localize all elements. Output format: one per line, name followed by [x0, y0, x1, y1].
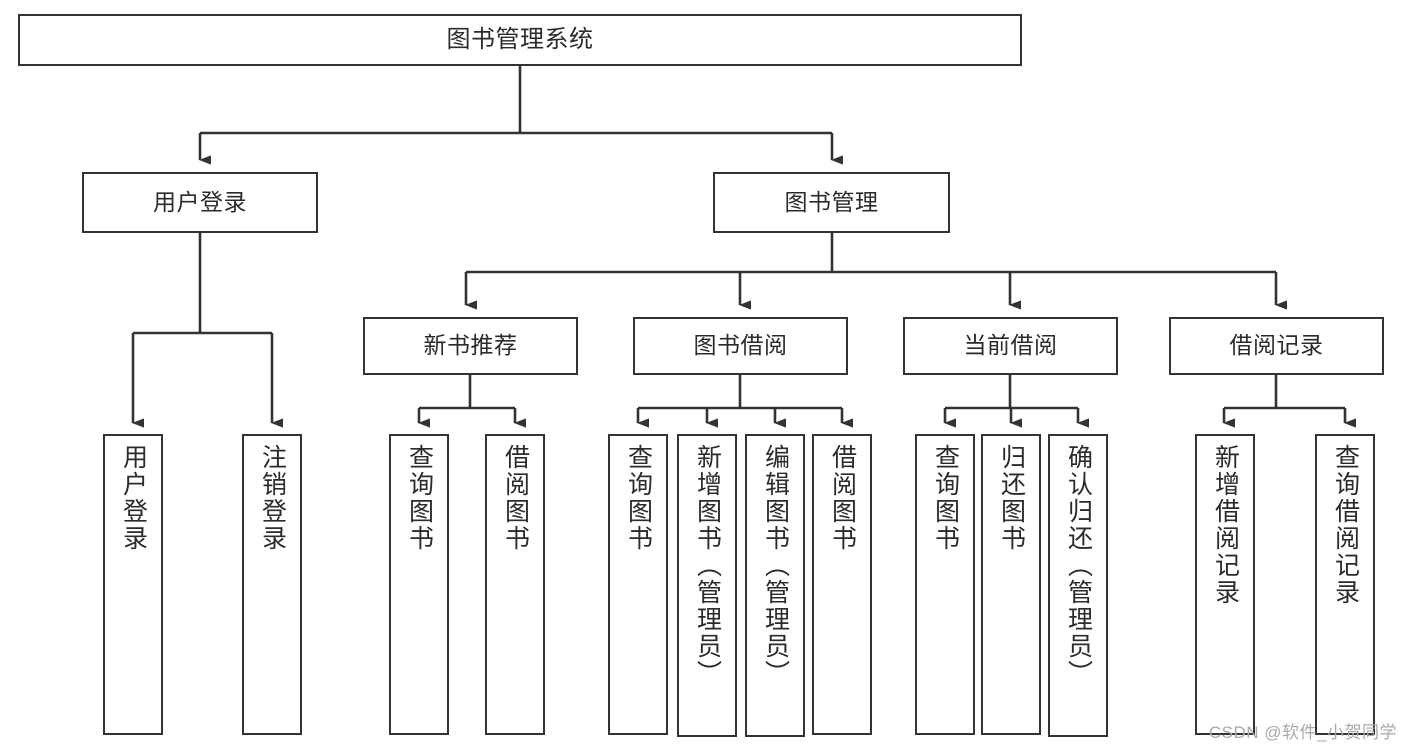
leaf-recommend-borrow-book[interactable]: 借阅图书	[485, 434, 545, 735]
node-label: 查询图书	[624, 444, 653, 552]
leaf-current-confirm-return-admin[interactable]: 确认归还（管理员）	[1048, 434, 1108, 737]
node-borrow-record[interactable]: 借阅记录	[1169, 317, 1384, 375]
leaf-borrow-add-book-admin[interactable]: 新增图书（管理员）	[677, 434, 737, 737]
leaf-current-return-book[interactable]: 归还图书	[981, 434, 1041, 735]
node-current-borrow[interactable]: 当前借阅	[903, 317, 1118, 375]
leaf-record-add-record[interactable]: 新增借阅记录	[1195, 434, 1255, 735]
node-label: 借阅图书	[501, 444, 530, 552]
node-label: 图书借阅	[693, 332, 788, 359]
node-book-borrow[interactable]: 图书借阅	[633, 317, 848, 375]
node-label: 图书管理	[784, 188, 879, 215]
node-label: 用户登录	[153, 188, 247, 215]
node-label: 查询借阅记录	[1331, 444, 1360, 606]
leaf-recommend-query-book[interactable]: 查询图书	[389, 434, 449, 735]
leaf-record-query-record[interactable]: 查询借阅记录	[1315, 434, 1375, 735]
node-label: 确认归还（管理员）	[1064, 444, 1093, 687]
node-new-book-recommend[interactable]: 新书推荐	[363, 317, 578, 375]
node-label: 图书管理系统	[446, 25, 594, 53]
node-book-management[interactable]: 图书管理	[713, 172, 950, 233]
leaf-user-login-logout[interactable]: 注销登录	[242, 434, 302, 735]
node-label: 借阅图书	[828, 444, 857, 552]
node-label: 新增借阅记录	[1211, 444, 1240, 606]
node-label: 查询图书	[931, 444, 960, 552]
node-label: 新增图书（管理员）	[693, 444, 722, 687]
leaf-borrow-borrow-book[interactable]: 借阅图书	[812, 434, 872, 735]
leaf-borrow-edit-book-admin[interactable]: 编辑图书（管理员）	[745, 434, 805, 737]
leaf-user-login-login[interactable]: 用户登录	[103, 434, 163, 735]
watermark-text: CSDN @软件_小贺同学	[1208, 723, 1397, 742]
node-label: 当前借阅	[963, 332, 1058, 359]
node-user-login[interactable]: 用户登录	[82, 172, 318, 233]
node-label: 借阅记录	[1229, 332, 1324, 359]
leaf-borrow-query-book[interactable]: 查询图书	[608, 434, 668, 735]
node-label: 新书推荐	[423, 332, 518, 359]
node-root-system[interactable]: 图书管理系统	[18, 14, 1022, 66]
node-label: 查询图书	[405, 444, 434, 552]
node-label: 编辑图书（管理员）	[761, 444, 790, 687]
node-label: 用户登录	[119, 444, 148, 552]
node-label: 归还图书	[997, 444, 1026, 552]
leaf-current-query-book[interactable]: 查询图书	[915, 434, 975, 735]
node-label: 注销登录	[258, 444, 287, 552]
